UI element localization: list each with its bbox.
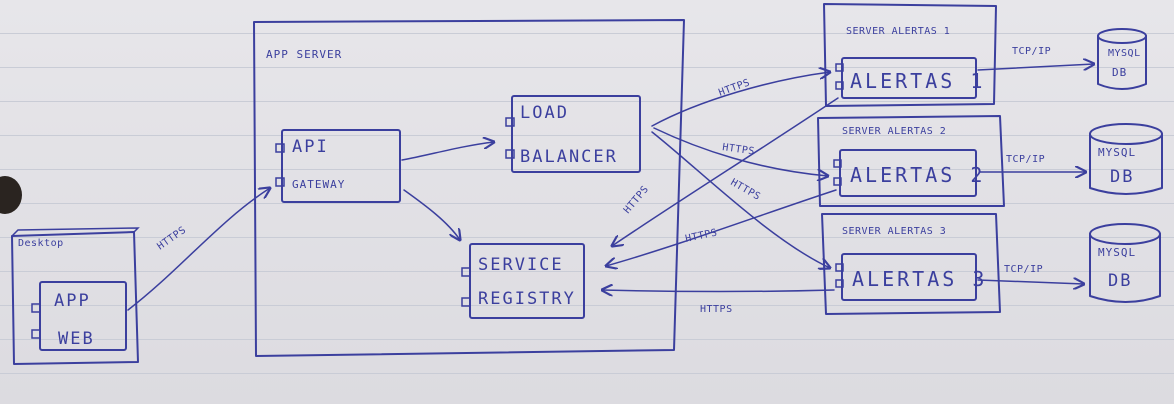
app-server-title: APP SERVER (266, 48, 342, 61)
lb-to-alertas2-arrow (653, 127, 828, 176)
service-registry-label-1: SERVICE (478, 255, 564, 275)
web-to-gateway-label: HTTPS (155, 225, 188, 253)
alert-server-title-2: SERVER ALERTAS 2 (842, 126, 946, 137)
app-web-label-1: APP (54, 291, 91, 311)
alertas3-to-db-arrow (977, 280, 1084, 284)
service-registry-component: SERVICE REGISTRY (461, 243, 585, 319)
lb-to-alertas1-arrow (651, 72, 830, 127)
gateway-to-registry-arrow (403, 189, 460, 240)
alert-server-node-2: SERVER ALERTAS 2 ALERTAS 2 (817, 115, 1005, 207)
notebook-hole (0, 176, 22, 214)
desktop-node: Desktop APP WEB (11, 227, 140, 365)
component-port-icon (835, 63, 844, 72)
app-web-component (39, 281, 127, 351)
component-port-icon (505, 149, 515, 159)
alertas3-to-registry-arrow (602, 290, 835, 292)
mysql-db-3: MYSQL DB (1089, 223, 1161, 303)
db-1-label-1: MYSQL (1108, 48, 1141, 59)
db-3-label-1: MYSQL (1098, 246, 1136, 259)
alert-server-node-3: SERVER ALERTAS 3 ALERTAS 3 (821, 213, 1001, 315)
alertas1-to-registry-label: HTTPS (622, 184, 651, 216)
app-server-node: APP SERVER API GATEWAY LOAD BALANCER (253, 19, 685, 357)
component-port-icon (31, 329, 41, 339)
component-port-icon (835, 279, 844, 288)
alertas-2-label: ALERTAS 2 (850, 163, 985, 187)
web-to-gateway-arrow (127, 188, 270, 311)
component-port-icon (505, 117, 515, 127)
alertas2-to-db-label: TCP/IP (1006, 154, 1045, 165)
alertas3-to-db-label: TCP/IP (1004, 264, 1043, 275)
alert-server-title-1: SERVER ALERTAS 1 (846, 26, 950, 37)
app-web-label-2: WEB (58, 329, 95, 349)
alertas1-to-db-arrow (977, 64, 1094, 71)
component-port-icon (833, 159, 842, 168)
alertas-3-label: ALERTAS 3 (852, 267, 987, 291)
alertas1-to-registry-arrow (612, 97, 839, 246)
alert-server-node-1: SERVER ALERTAS 1 ALERTAS 1 (823, 3, 997, 107)
mysql-db-1: MYSQL DB (1097, 28, 1147, 90)
load-balancer-label-1: LOAD (520, 103, 569, 123)
alertas-1-label: ALERTAS 1 (850, 69, 985, 93)
api-gateway-component: API GATEWAY (275, 129, 401, 203)
gateway-to-lb-arrow (401, 142, 494, 161)
mysql-db-2: MYSQL DB (1089, 123, 1163, 195)
load-balancer-label-2: BALANCER (520, 147, 618, 167)
alert-server-title-3: SERVER ALERTAS 3 (842, 226, 946, 237)
db-3-label-2: DB (1108, 271, 1132, 291)
component-port-icon (275, 143, 285, 153)
alertas3-to-registry-label: HTTPS (700, 304, 733, 315)
db-2-label-1: MYSQL (1098, 146, 1136, 159)
component-port-icon (833, 177, 842, 186)
component-port-icon (835, 81, 844, 90)
db-1-label-2: DB (1112, 66, 1127, 79)
alertas1-to-db-label: TCP/IP (1012, 46, 1051, 57)
alertas2-to-registry-arrow (606, 189, 837, 266)
component-port-icon (31, 303, 41, 313)
component-port-icon (461, 267, 471, 277)
db-2-label-2: DB (1110, 167, 1134, 187)
component-port-icon (275, 177, 285, 187)
lb-to-alertas1-label: HTTPS (717, 77, 751, 98)
lb-to-alertas3-arrow (651, 131, 830, 268)
lb-to-alertas3-label: HTTPS (729, 177, 763, 203)
desktop-title: Desktop (18, 238, 64, 249)
component-port-icon (461, 297, 471, 307)
load-balancer-component: LOAD BALANCER (505, 95, 641, 173)
service-registry-label-2: REGISTRY (478, 289, 576, 309)
api-gateway-label-2: GATEWAY (292, 178, 345, 191)
alertas2-to-registry-label: HTTPS (684, 227, 718, 245)
component-port-icon (835, 263, 844, 272)
api-gateway-label-1: API (292, 137, 329, 157)
lb-to-alertas2-label: HTTPS (722, 142, 756, 157)
